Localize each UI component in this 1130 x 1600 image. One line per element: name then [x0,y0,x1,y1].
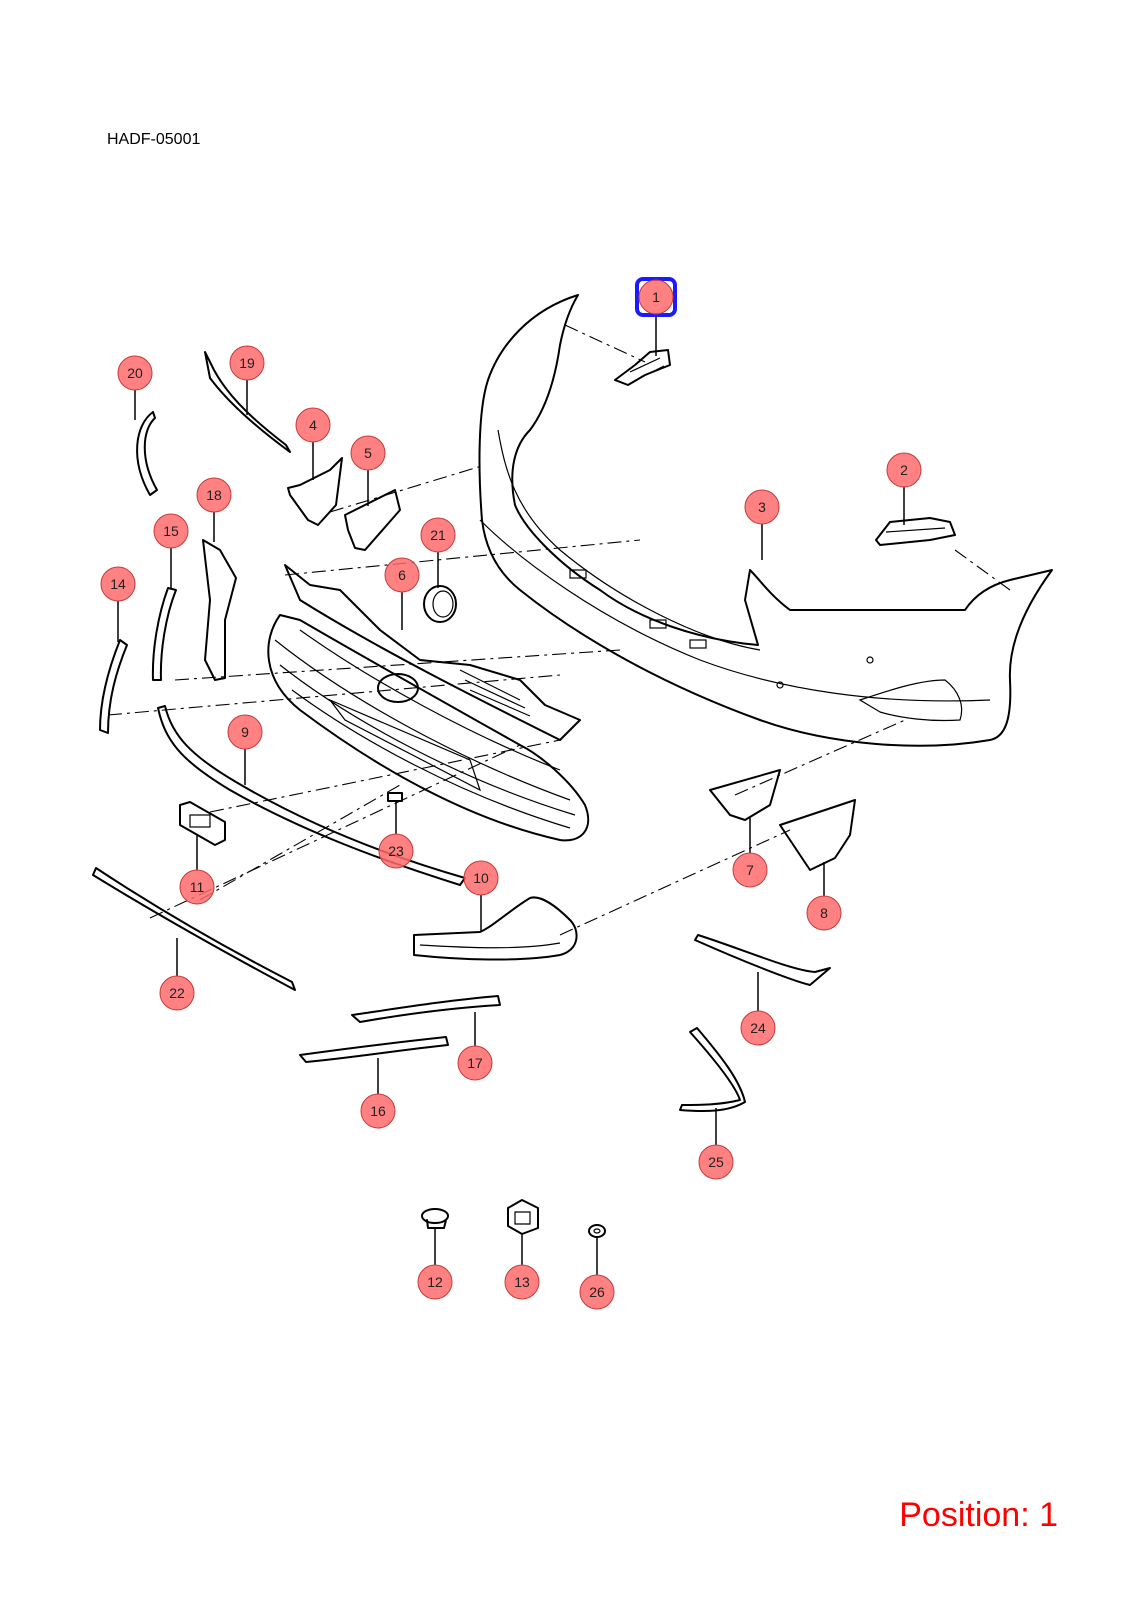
callout-label: 25 [708,1154,724,1170]
leader-lines [117,314,905,1275]
callout-6[interactable]: 6 [384,557,420,593]
callout-label: 3 [758,499,766,515]
callout-label: 16 [370,1103,386,1119]
plate-part-11[interactable] [179,801,226,846]
trim-part-25[interactable] [679,1027,746,1113]
callout-label: 12 [427,1274,443,1290]
lamp-bezel-part-10[interactable] [413,896,578,961]
long-strip-part-22[interactable] [92,867,296,991]
callout-22[interactable]: 22 [159,975,195,1011]
callout-label: 18 [206,487,222,503]
callout-17[interactable]: 17 [457,1045,493,1081]
trim-strip-part-19[interactable] [204,351,291,453]
callout-15[interactable]: 15 [153,513,189,549]
callout-8[interactable]: 8 [806,895,842,931]
callout-25[interactable]: 25 [698,1144,734,1180]
bracket-part-7[interactable] [709,769,781,821]
trim-part-14[interactable] [99,639,128,734]
diagram-code: HADF-05001 [107,131,201,148]
callout-2[interactable]: 2 [886,452,922,488]
callout-26[interactable]: 26 [579,1274,615,1310]
grille-part-6[interactable] [267,564,590,842]
callout-label: 7 [746,862,754,878]
callout-label: 8 [820,905,828,921]
strip-part-17[interactable] [351,995,501,1023]
callout-7[interactable]: 7 [732,852,768,888]
fastener-part-13[interactable] [507,1199,539,1235]
position-label: Position: 1 [899,1496,1058,1534]
callout-label: 14 [110,576,126,592]
trim-part-15[interactable] [151,587,177,681]
callout-9[interactable]: 9 [227,714,263,750]
bracket-part-8[interactable] [779,799,856,871]
callout-4[interactable]: 4 [295,407,331,443]
callout-12[interactable]: 12 [417,1264,453,1300]
bracket-part-4[interactable] [287,457,343,526]
bracket-part-5[interactable] [344,489,401,551]
callout-label: 24 [750,1020,766,1036]
callout-3[interactable]: 3 [744,489,780,525]
callout-11[interactable]: 11 [179,869,215,905]
selected-callout-outline [635,277,677,317]
callout-23[interactable]: 23 [378,833,414,869]
callout-21[interactable]: 21 [420,517,456,553]
side-bracket-part-18[interactable] [202,539,237,681]
callout-label: 23 [388,843,404,859]
callout-label: 4 [309,417,317,433]
bumper-cover-part-3[interactable] [478,294,1053,747]
assembly-guide-lines [107,324,1011,936]
callout-label: 13 [514,1274,530,1290]
callout-19[interactable]: 19 [229,345,265,381]
callout-20[interactable]: 20 [117,355,153,391]
fastener-part-12[interactable] [421,1208,449,1229]
callout-label: 15 [163,523,179,539]
callout-label: 1 [652,289,660,305]
callout-label: 5 [364,445,372,461]
clip-part-23[interactable] [387,792,403,802]
strip-part-24[interactable] [694,934,831,986]
callout-16[interactable]: 16 [360,1093,396,1129]
callout-label: 6 [398,567,406,583]
callout-13[interactable]: 13 [504,1264,540,1300]
callout-label: 26 [589,1284,605,1300]
callout-label: 11 [190,879,205,895]
bracket-part-2[interactable] [875,517,956,546]
washer-part-26[interactable] [588,1224,606,1238]
callout-1[interactable]: 1 [638,279,674,315]
callout-24[interactable]: 24 [740,1010,776,1046]
callout-10[interactable]: 10 [463,860,499,896]
callout-label: 19 [239,355,255,371]
callout-label: 9 [241,724,249,740]
callout-label: 17 [467,1055,483,1071]
bracket-part-1[interactable] [614,349,671,386]
callout-label: 20 [127,365,143,381]
callout-label: 21 [430,527,446,543]
callout-18[interactable]: 18 [196,477,232,513]
callout-label: 2 [900,462,908,478]
emblem-disc-part-21[interactable] [423,585,457,623]
trim-strip-part-20[interactable] [136,411,158,496]
callout-5[interactable]: 5 [350,435,386,471]
strip-part-16[interactable] [299,1036,449,1063]
callout-14[interactable]: 14 [100,566,136,602]
callout-label: 10 [473,870,489,886]
callout-label: 22 [169,985,185,1001]
